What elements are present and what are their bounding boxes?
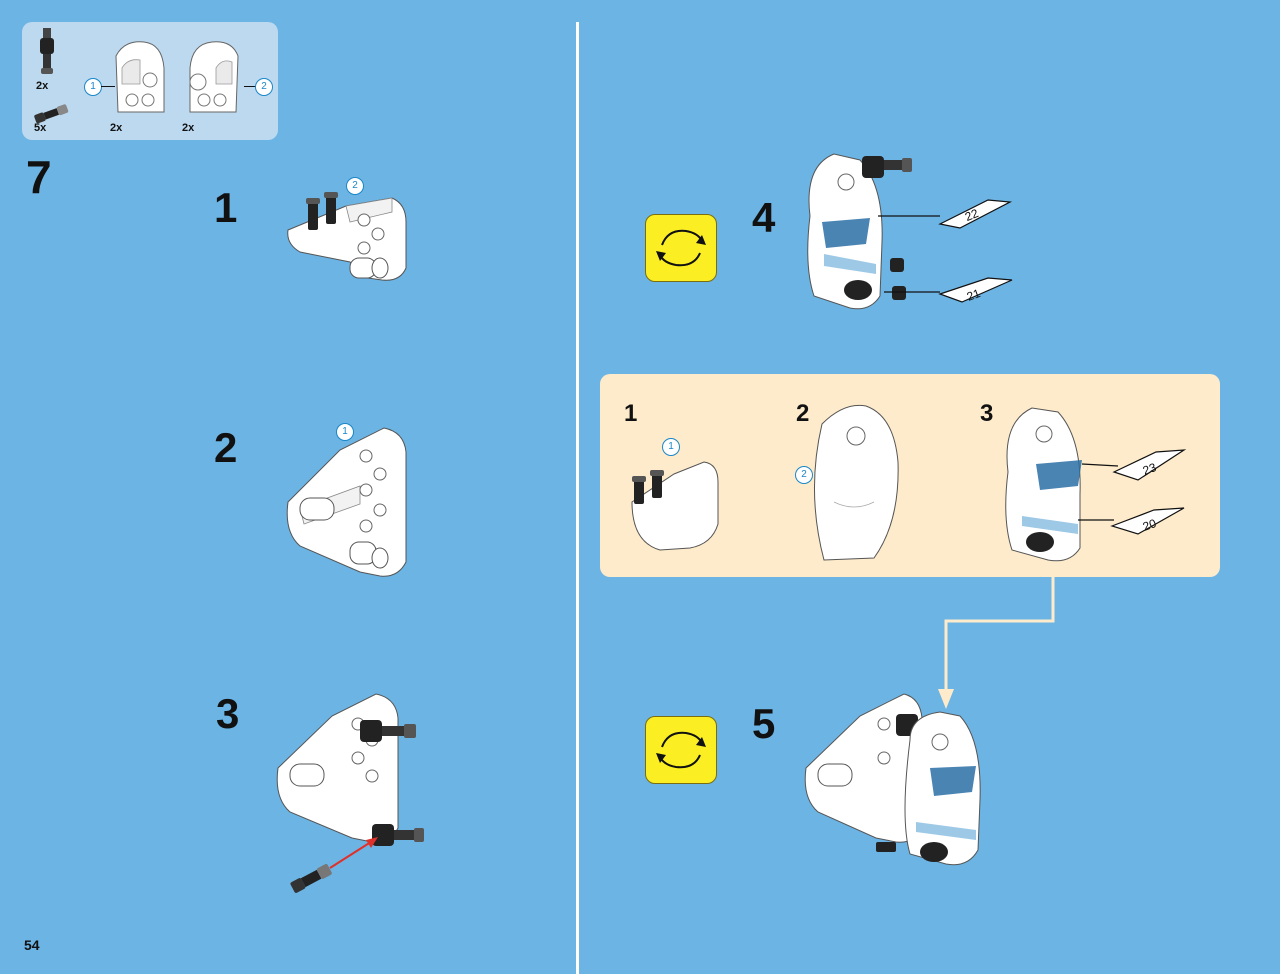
step-2-callout: 1: [336, 423, 354, 441]
panel-right-icon: [189, 41, 239, 113]
panel-left-icon: [115, 41, 165, 113]
step-2-number: 2: [214, 424, 238, 471]
callout-line: [244, 86, 256, 87]
page-number: 54: [24, 937, 40, 953]
sticker-22: 22: [963, 206, 981, 224]
step-1-assembly-illustration: [287, 192, 407, 281]
insert-arrow: [329, 839, 375, 869]
step-5-assembly-illustration: [804, 693, 981, 866]
parts-qty-4: 2x: [182, 122, 195, 134]
rotate-arrows-icon: [656, 731, 706, 769]
step-1-callout: 2: [346, 177, 364, 195]
sticker-23: 23: [1141, 460, 1159, 478]
sub-step-3-illustration: [1005, 407, 1187, 562]
svg-text:21: 21: [965, 286, 983, 304]
svg-text:23: 23: [1141, 460, 1159, 478]
page-divider: [576, 22, 579, 974]
parts-callout-1: 1: [84, 78, 102, 96]
parts-list: 2x 5x 1 2x 2 2x: [22, 22, 278, 140]
sticker-20: 20: [1141, 516, 1159, 534]
sub-step-2-illustration: [814, 404, 899, 561]
svg-text:22: 22: [963, 206, 981, 224]
sub-step-3-number: 3: [980, 400, 994, 427]
step-4-assembly-illustration: [807, 153, 1013, 310]
sub-step-1-number: 1: [624, 400, 638, 427]
step-5-number: 5: [752, 700, 776, 747]
callout-line: [101, 86, 115, 87]
parts-qty-3: 2x: [110, 122, 123, 134]
parts-qty-2: 5x: [34, 122, 47, 134]
step-3-number: 3: [216, 690, 240, 737]
svg-text:20: 20: [1141, 516, 1159, 534]
step-3-assembly-illustration: [276, 693, 424, 893]
sub-step-2-callout: 2: [795, 466, 813, 484]
sticker-21: 21: [965, 286, 983, 304]
axle-pin-icon: [34, 104, 69, 124]
main-step-number: 7: [26, 151, 52, 203]
step-2-assembly-illustration: [286, 427, 407, 577]
sub-step-1-callout: 1: [662, 438, 680, 456]
sub-assembly-connector-arrow: [938, 577, 1055, 709]
sub-assembly-box: 1 1 2 2 3 23 20: [600, 374, 1220, 577]
rotate-model-button-2: [645, 716, 717, 784]
parts-qty-1: 2x: [36, 80, 49, 92]
rotate-arrows-icon: [656, 229, 706, 267]
pin-connector-icon: [40, 28, 54, 74]
rotate-model-button: [645, 214, 717, 282]
sub-step-1-illustration: [631, 461, 719, 551]
parts-callout-2: 2: [255, 78, 273, 96]
step-1-number: 1: [214, 184, 238, 231]
sub-step-2-number: 2: [796, 400, 810, 427]
step-4-number: 4: [752, 194, 776, 241]
